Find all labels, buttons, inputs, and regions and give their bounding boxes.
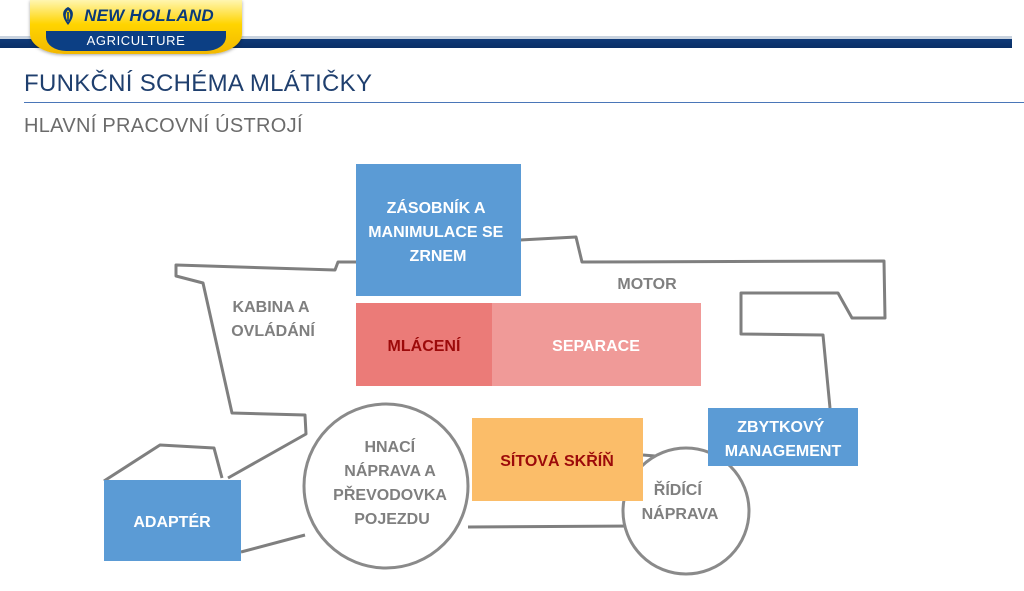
motor-label: MOTOR: [617, 276, 677, 293]
hnaci-label: HNACÍ NÁPRAVA A PŘEVODOVKA POJEZDU: [333, 437, 451, 528]
adapter-link: [240, 533, 306, 554]
ridici-line-1: ŘÍDÍCÍ: [654, 480, 703, 499]
sitova-label: SÍTOVÁ SKŘÍŇ: [500, 451, 614, 470]
logo-sub: AGRICULTURE: [46, 31, 226, 51]
zasobnik-line-2: MANIMULACE SE: [368, 224, 503, 241]
leaf-icon: [63, 7, 74, 25]
mlaceni-label: MLÁCENÍ: [388, 336, 461, 355]
zasobnik-label: ZÁSOBNÍK A MANIMULACE SE ZRNEM: [368, 198, 508, 265]
ridici-label: ŘÍDÍCÍ NÁPRAVA: [642, 480, 719, 523]
logo-top: NEW HOLLAND: [30, 3, 242, 29]
new-holland-logo: NEW HOLLAND AGRICULTURE: [30, 0, 242, 54]
kabina-line-2: OVLÁDÁNÍ: [231, 321, 315, 340]
cabin-outline: [174, 260, 356, 480]
zasobnik-line-1: ZÁSOBNÍK A: [387, 198, 486, 217]
header-bar: [0, 36, 1012, 48]
adapter-outline: [103, 443, 224, 483]
kabina-label: KABINA A OVLÁDÁNÍ: [231, 299, 315, 340]
body-outline: [519, 235, 887, 409]
drive-wheel: [302, 402, 470, 570]
kabina-line-1: KABINA A: [233, 299, 310, 316]
adapter-label: ADAPTÉR: [133, 512, 211, 531]
page-title: FUNKČNÍ SCHÉMA MLÁTIČKY: [24, 70, 373, 97]
steer-wheel: [621, 446, 751, 576]
hnaci-line-3: PŘEVODOVKA: [333, 485, 447, 504]
zasobnik-line-3: ZRNEM: [410, 248, 467, 265]
hnaci-line-4: POJEZDU: [354, 511, 430, 528]
zasobnik-box: [356, 164, 521, 296]
sitova-box: [472, 418, 643, 501]
page-subtitle: HLAVNÍ PRACOVNÍ ÚSTROJÍ: [24, 115, 303, 137]
hnaci-line-2: NÁPRAVA A: [344, 461, 436, 480]
separace-box: [492, 303, 701, 386]
adapter-box: [104, 480, 241, 561]
logo-brand: NEW HOLLAND: [84, 6, 214, 25]
zbytkovy-label: ZBYTKOVÝ MANAGEMENT: [725, 417, 842, 460]
title-rule: [24, 102, 1024, 103]
zbytkovy-line-2: MANAGEMENT: [725, 443, 842, 460]
mlaceni-box: [356, 303, 492, 386]
zbytkovy-box: [708, 408, 858, 466]
ridici-line-2: NÁPRAVA: [642, 504, 719, 523]
separace-label: SEPARACE: [552, 338, 640, 355]
bottom-frame: [467, 524, 642, 529]
hnaci-line-1: HNACÍ: [364, 437, 415, 456]
zbytkovy-line-1: ZBYTKOVÝ: [737, 417, 824, 436]
